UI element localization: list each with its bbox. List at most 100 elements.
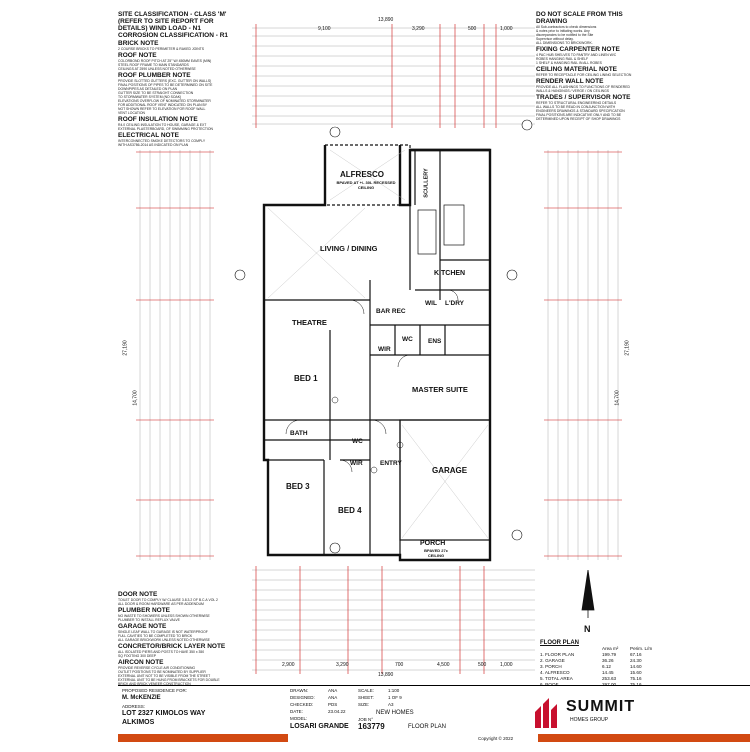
right_note-heading: TRADES / SUPERVISOR NOTE [536,94,631,101]
area-table-title: FLOOR PLAN [540,640,579,646]
area-table-cell: 5. TOTAL AREA [540,676,573,681]
dim-bottom-f: 1,000 [500,662,513,668]
area-table-cell: 75.16 [630,676,642,681]
room-porch-sub: BPAVED 27c CEILING [424,548,448,558]
tagline-text: BUILD | DEVELOP | INVEST [628,743,680,748]
designed-value: ANA [328,695,338,700]
drawing-title: FLOOR PLAN [408,724,447,730]
brand-name: SUMMIT [566,698,636,715]
right_note-line: WALLS & HANGINGS / VERGE / ON CEILINGS [536,89,609,93]
area-table-cell: 4. ALFRESCO [540,670,570,675]
right_note-heading: DO NOT SCALE FROM THIS DRAWING [536,11,623,25]
bottom_note-heading: GARAGE NOTE [118,623,167,630]
bottom_note-heading: PLUMBER NOTE [118,607,170,614]
sheet-value: 1 OF 9 [388,695,402,700]
room-wir-2: WIR [350,460,363,467]
area-table-row: 3. PORCH 6.12 14.60 [540,664,660,670]
dim-top-c: 500 [468,26,477,32]
bottom_note-line: SINGLE LEAF WALL TO GARAGE IS NOT WATERP… [118,630,208,634]
area-table-cell: 67.16 [630,652,642,657]
room-wc-2: WC [352,438,363,445]
left-notes: SITE CLASSIFICATION - CLASS 'M' (REFER T… [118,10,230,210]
left_note-line: FINAL POSITIONS OF PIPES TO BE DETERMINE… [118,83,213,87]
room-wc-1: WC [402,336,413,343]
summit-logo-icon [535,698,557,728]
left_note-line: GUTTER SIZE TO BE STRAIGHT CONNECTION [118,91,194,95]
area-table-cell: 36.26 [602,658,614,663]
room-bed-3: BED 3 [286,482,310,491]
sheet-label: SHEET: [358,695,374,700]
bottom_note-line: SQ FOOTING 300 DEEP [118,654,157,658]
area-table-cell: 14.60 [630,664,642,669]
room-porch: PORCH [420,540,446,547]
title-block: PROPOSED RESIDENCE FOR: M. McKENZIE ADDR… [118,685,750,751]
right_note-line: & notes prior to initiating works. Any [536,29,590,33]
bottom_note-line: EXTERNAL UNIT NOT TO BE VISIBLE FROM THE… [118,674,211,678]
bottom_note-line: EXTERNAL UNIT TO BE HUNG FROM BRACKETS F… [118,678,220,682]
right_note-heading: RENDER WALL NOTE [536,78,604,85]
area-table-cell: 6.12 [602,664,611,669]
left_note-line: ELEVATIONS OVERFLOW OF NOMINATED STORMWA… [118,99,211,103]
drawn-label: DRAWN: [290,688,309,693]
room-wir-1: WIR [378,346,391,353]
right_note-line: PROVIDE ALL FLASHINGS TO FUNCTIONS OF RE… [536,85,630,89]
area-table-cell: 75.16 [630,682,642,687]
dim-bottom-e: 500 [478,662,487,668]
room-bath: BATH [290,430,308,437]
brand-sub: HOMES GROUP [570,717,609,723]
room-ldry: L'DRY [445,300,464,307]
room-scullery: SCULLERY [423,168,430,198]
right_note-line: FINAL POSITIONS ARE INDICATIVE ONLY AND … [536,113,622,117]
area-table-row: 1. FLOOR PLAN 199.79 67.16 [540,652,660,658]
model-value: LOSARI GRANDE [290,723,349,730]
date-label: DATE: [290,709,303,714]
dim-left-overall: 27,190 [122,340,129,356]
bottom_note-line: ALL GARAGE BRICKWORK UNLESS NOTED OTHERW… [118,638,210,642]
designed-label: DESIGNED: [290,695,315,700]
left_note-line: NOT SHOWN REFER TO ELEVATION FOR ROOF WA… [118,107,206,111]
left_note-heading: ELECTRICAL NOTE [118,132,179,139]
area-table-cell: 3. PORCH [540,664,562,669]
dim-left-mid: 14,700 [132,390,139,406]
room-ens: ENS [428,338,442,345]
job-label: JOB N° [358,717,374,722]
area-table: FLOOR PLAN Area m² Perim. L/m 1. FLOOR P… [540,640,660,688]
area-table-cell: 297.00 [602,682,617,687]
drawn-value: ANA [328,688,338,693]
size-value: A3 [388,702,394,707]
client-name: M. McKENZIE [122,695,161,701]
left_note-line: DOWNPIPES AS DETAILED ON PLAN [118,87,178,91]
dim-top-d: 1,000 [500,26,513,32]
bottom_note-line: FULL CAVITIES TO BE COMPLETED TO BRICK [118,634,193,638]
right_note-heading: CEILING MATERIAL NOTE [536,66,618,73]
left_note-heading: ROOF NOTE [118,52,157,59]
area-table-cell: 199.79 [602,652,617,657]
bottom_note-line: OUTLET POSITIONS TO BE NOMINATED BY SUPP… [118,670,206,674]
room-alfresco: ALFRESCO [340,170,384,179]
dim-top-a: 9,100 [318,26,331,32]
bottom_note-line: PROVIDE REVERSE CYCLE AIR CONDITIONING [118,666,196,670]
built-around-text: BUILT AROUND [122,743,152,748]
right_note-line: 4 PAC HUB SHELVES TO PANTRY AND LINEN W/… [536,53,617,57]
room-master: MASTER SUITE [412,385,468,394]
room-theatre: THEATRE [292,318,327,327]
left_note-line: STEEL ROOF FRAME TO MAIN STANDARDS [118,63,189,67]
right_note-line: REFER TO RECEPTACLE FOR CEILING LINING S… [536,73,632,77]
dim-right-mid: 14,700 [614,390,621,406]
bottom_note-line: TOILET DOOR TO COMPLY W/ CLAUSE 3.8.3.2 … [118,598,218,602]
room-bed-1: BED 1 [294,374,318,383]
dim-top-b: 3,290 [412,26,425,32]
right_note-line: All Sub-contractors to check dimensions [536,25,597,29]
scale-label: SCALE: [358,688,375,693]
room-kitchen: KITCHEN [434,270,466,277]
right_note-line: DETERMINED UPON RECEIPT OF SHOP DRAWINGS [536,117,621,121]
bottom_note-line: ALL ISOLATED PIERS AND POSTS TO HAVE 350… [118,650,205,654]
left_note-line: 2 COURSE BRICKS TO PERIMETER & RAKED JOI… [118,47,204,51]
area-table-cell: 1. FLOOR PLAN [540,652,575,657]
dim-bottom-b: 3,290 [336,662,349,668]
bottom_note-line: NO WASTE TO SHOWERS UNLESS SHOWN OTHERWI… [118,614,210,618]
